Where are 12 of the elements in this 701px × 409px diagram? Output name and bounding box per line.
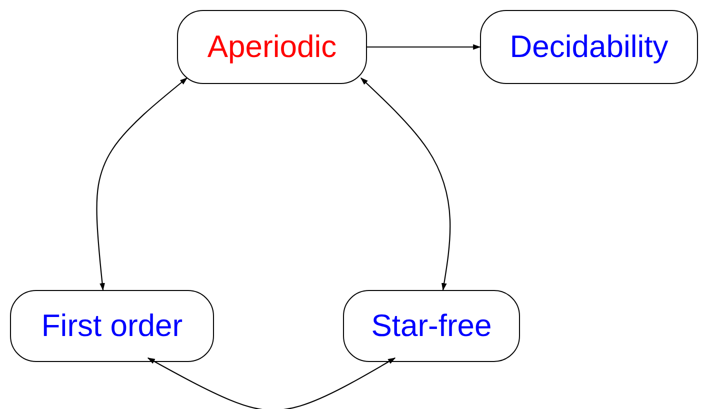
node-label: Aperiodic	[207, 29, 337, 65]
rounded-box	[10, 290, 214, 362]
arrow	[360, 77, 451, 291]
node-label: Decidability	[510, 29, 668, 65]
node-label: Star-free	[371, 308, 492, 344]
rounded-box	[177, 10, 367, 84]
rounded-box	[480, 10, 698, 84]
rounded-box	[343, 290, 520, 362]
arrow	[96, 78, 188, 291]
node-label: First order	[41, 308, 183, 344]
arrow	[147, 358, 396, 409]
arrow	[367, 44, 481, 50]
